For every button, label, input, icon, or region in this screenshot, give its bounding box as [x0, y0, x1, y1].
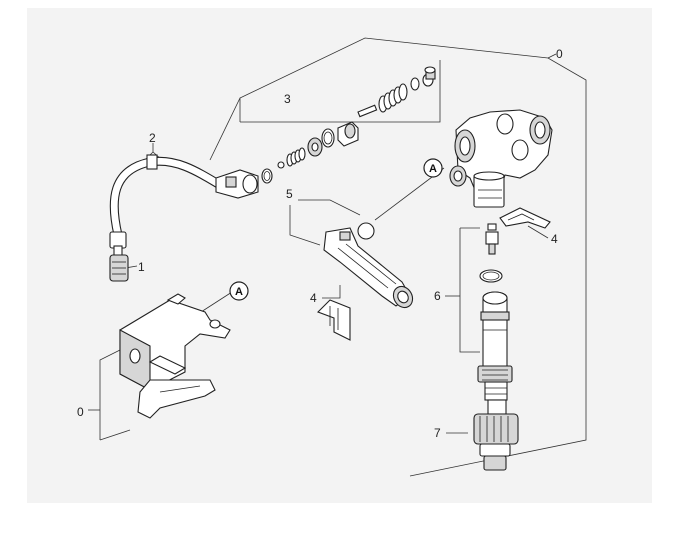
- clip-left: [317, 299, 351, 341]
- callout-2: 2: [149, 131, 156, 145]
- hose-coupling: [473, 399, 519, 471]
- clip-right: [499, 207, 551, 229]
- callout-6: 6: [434, 289, 441, 303]
- callout-3: 3: [284, 92, 291, 106]
- valve-housing: [449, 109, 553, 208]
- callout-0-left: 0: [77, 405, 84, 419]
- callout-4-right: 4: [551, 232, 558, 246]
- badge-a-right-text: A: [429, 163, 437, 175]
- connection-badge-a-left: A: [229, 281, 249, 301]
- connection-badge-a-right: A: [423, 158, 443, 178]
- callout-0-top: 0: [556, 47, 563, 61]
- large-spring: [378, 83, 408, 113]
- o-ring: [357, 222, 375, 240]
- valve-parts-row: [215, 66, 436, 199]
- hose-assembly: [109, 154, 225, 282]
- mounting-bracket: [119, 293, 231, 419]
- callout-7: 7: [434, 426, 441, 440]
- callout-5: 5: [286, 187, 293, 201]
- inlet-stack: [477, 223, 513, 401]
- callout-4-left: 4: [310, 291, 317, 305]
- badge-a-left-text: A: [235, 286, 243, 298]
- callout-labels: 0 0 1 2 3 4 4 5 6 7: [77, 47, 563, 440]
- lance-connector: [323, 227, 414, 309]
- small-spring: [286, 147, 306, 167]
- callout-1: 1: [138, 260, 145, 274]
